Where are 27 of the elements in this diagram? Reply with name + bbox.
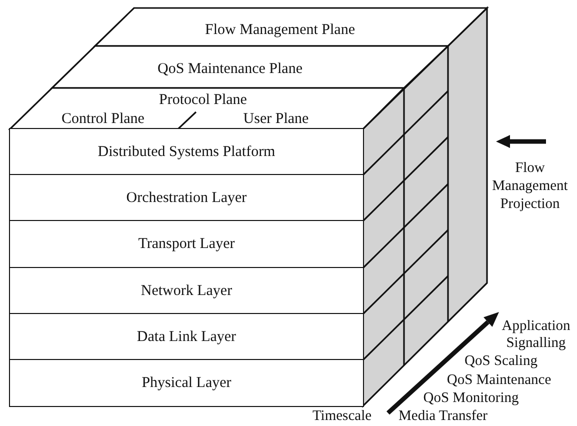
- layer-band: [9, 220, 364, 269]
- axis-label: Timescale: [312, 409, 372, 425]
- layer-band: [9, 359, 364, 407]
- layer-label: Network Layer: [140, 282, 232, 300]
- layer-band: [9, 128, 364, 176]
- layer-label: Physical Layer: [142, 374, 232, 392]
- plane-face: [51, 45, 449, 89]
- annotation-label: Media Transfer: [398, 409, 488, 425]
- layer-band: [9, 267, 364, 315]
- layer-band: [9, 313, 364, 361]
- sub-plane-label: Control Plane: [62, 110, 144, 128]
- layer-band: [9, 174, 364, 222]
- plane-label: Flow Management Plane: [205, 22, 355, 38]
- layer-label: Orchestration Layer: [126, 190, 247, 206]
- layer-label: Distributed Systems Platform: [98, 144, 276, 160]
- annotation-label: QoS Monitoring: [423, 391, 519, 407]
- annotation-label: QoS Scaling: [464, 354, 538, 370]
- plane-label: Protocol Plane: [159, 92, 247, 108]
- sub-plane-label: User Plane: [243, 110, 309, 128]
- plane-face: [94, 7, 488, 47]
- annotation-label: QoS Maintenance: [446, 373, 552, 389]
- annotation-label: Flow Management Projection: [491, 159, 569, 214]
- plane-face: [9, 87, 405, 130]
- layer-label: Data Link Layer: [136, 328, 236, 346]
- layer-label: Transport Layer: [138, 236, 235, 253]
- annotation-label: Application Signalling: [500, 318, 572, 353]
- plane-label: QoS Maintenance Plane: [158, 60, 302, 78]
